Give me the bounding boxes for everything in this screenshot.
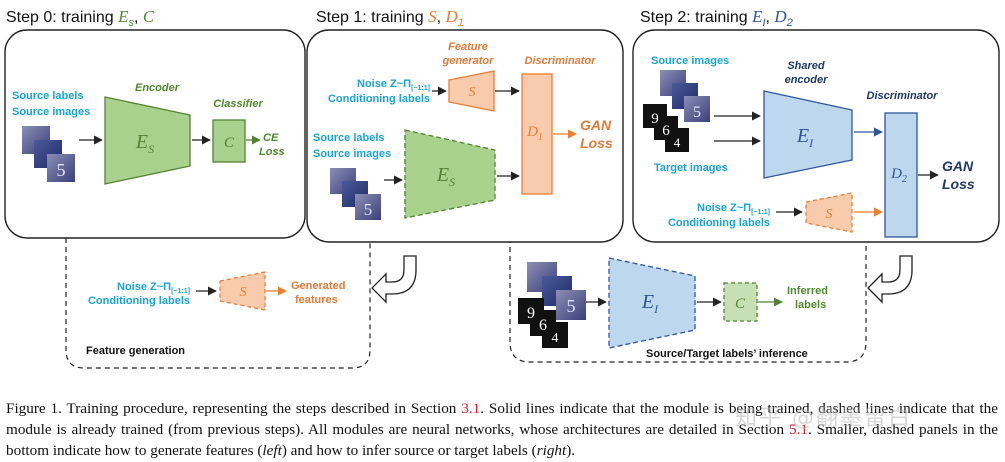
step2-loss-line1: GAN <box>942 158 974 174</box>
svg-text:5: 5 <box>364 200 373 219</box>
generated-features-line2: features <box>295 294 338 306</box>
inferred-labels-line2: labels <box>795 299 826 311</box>
step2-target-image-stack: 9 6 4 <box>643 104 689 152</box>
step2-target-images: Target images <box>654 162 728 174</box>
step2-noise-label: Noise Z~Π[−1:1] <box>697 202 770 216</box>
inference-encoder-block <box>608 257 696 349</box>
step0-encoder-block <box>104 96 191 185</box>
step2-shared-encoder-line1: Shared <box>787 60 825 72</box>
inference-classifier-block <box>723 282 758 322</box>
step1-source-images: Source images <box>313 148 391 160</box>
u-turn-arrow-left <box>371 255 417 304</box>
step2-generator-symbol: S <box>826 207 833 222</box>
inference-source-images: 5 <box>527 262 586 320</box>
step1-generator-symbol: S <box>469 85 476 100</box>
step2-panel: Step 2: training EI, D2 Source images 5 … <box>632 7 1000 243</box>
svg-text:4: 4 <box>674 135 681 150</box>
step2-encoder-block <box>763 90 853 179</box>
step0-classifier-block <box>212 119 246 163</box>
step0-source-images: Source images <box>12 106 90 118</box>
step1-source-labels: Source labels <box>313 132 385 144</box>
svg-text:6: 6 <box>662 123 670 139</box>
inference-encoder-symbol: EI <box>641 291 659 316</box>
step1-feature-generator-line2: generator <box>442 55 494 67</box>
feature-generation-title: Feature generation <box>86 345 185 357</box>
step0-classifier-label: Classifier <box>213 98 263 110</box>
step2-discriminator-block <box>884 112 918 238</box>
step0-image-stack: 5 <box>22 126 75 182</box>
step1-discriminator-block <box>521 73 553 195</box>
inference-target-images: 9 6 4 <box>518 298 568 348</box>
feature-generator-block <box>219 271 266 311</box>
step1-image-stack: 5 <box>330 168 381 220</box>
feature-conditioning-label: Conditioning labels <box>88 295 190 307</box>
step2-loss-line2: Loss <box>942 176 975 192</box>
step2-title: Step 2: training EI, D2 <box>640 7 793 29</box>
step1-loss-line2: Loss <box>580 135 613 151</box>
step1-title: Step 1: training S, D1 <box>316 7 464 29</box>
inference-panel: 5 9 6 4 EI C Inferred labels Source/Targ… <box>509 238 867 363</box>
step2-source-images: Source images <box>651 55 729 67</box>
step0-encoder-label: Encoder <box>135 82 180 94</box>
caption-ref-section-3-1[interactable]: 3.1 <box>461 400 481 417</box>
step2-disc-symbol: D2 <box>890 166 907 185</box>
step1-disc-symbol: D1 <box>526 124 543 143</box>
svg-text:5: 5 <box>57 160 66 180</box>
step1-encoder-block <box>404 129 496 219</box>
step1-panel: Step 1: training S, D1 Feature generator… <box>306 7 624 243</box>
svg-text:6: 6 <box>539 317 547 334</box>
inference-title: Source/Target labels’ inference <box>646 348 808 360</box>
step1-discriminator-label: Discriminator <box>525 55 597 67</box>
step0-encoder-symbol: ES <box>135 131 154 156</box>
step1-feature-generator-line1: Feature <box>448 41 488 53</box>
svg-text:9: 9 <box>651 111 659 127</box>
inferred-labels-line1: Inferred <box>787 285 828 297</box>
training-diagram: Noise Z~Π[−1:1] Conditioning labels S Ge… <box>4 7 1000 369</box>
step2-discriminator-label: Discriminator <box>867 90 939 102</box>
u-turn-arrow-right <box>867 255 913 304</box>
feature-generation-panel: Noise Z~Π[−1:1] Conditioning labels S Ge… <box>65 238 371 369</box>
caption-ref-section-5-1[interactable]: 5.1 <box>789 421 808 438</box>
step0-source-labels: Source labels <box>12 90 84 102</box>
feature-noise-label: Noise Z~Π[−1:1] <box>117 281 190 295</box>
step2-source-image-stack: 5 <box>660 70 710 122</box>
step2-encoder-symbol: EI <box>796 125 814 150</box>
step1-conditioning-label: Conditioning labels <box>328 93 430 105</box>
step0-panel: Step 0: training Es, C Source labels Sou… <box>4 7 306 239</box>
generated-features-line1: Generated <box>291 280 345 292</box>
svg-text:5: 5 <box>567 296 576 316</box>
step0-loss-line2: Loss <box>259 146 285 158</box>
step1-encoder-symbol: ES <box>436 164 455 189</box>
feature-generator-symbol: S <box>240 285 247 300</box>
step2-generator-block <box>805 192 853 233</box>
svg-text:5: 5 <box>693 104 701 121</box>
step1-loss-line1: GAN <box>580 117 612 133</box>
svg-text:4: 4 <box>552 331 559 346</box>
step1-generator-block <box>448 70 495 112</box>
step0-loss-line1: CE <box>263 132 279 144</box>
step2-shared-encoder-line2: encoder <box>785 74 829 86</box>
step1-noise-label: Noise Z~Π[−1:1] <box>357 78 430 92</box>
figure-caption: Figure 1. Training procedure, representi… <box>6 400 998 459</box>
step0-classifier-symbol: C <box>224 135 235 151</box>
step0-title: Step 0: training Es, C <box>6 7 155 29</box>
svg-text:9: 9 <box>527 305 535 322</box>
step2-conditioning-label: Conditioning labels <box>668 217 770 229</box>
inference-classifier-symbol: C <box>735 296 746 312</box>
